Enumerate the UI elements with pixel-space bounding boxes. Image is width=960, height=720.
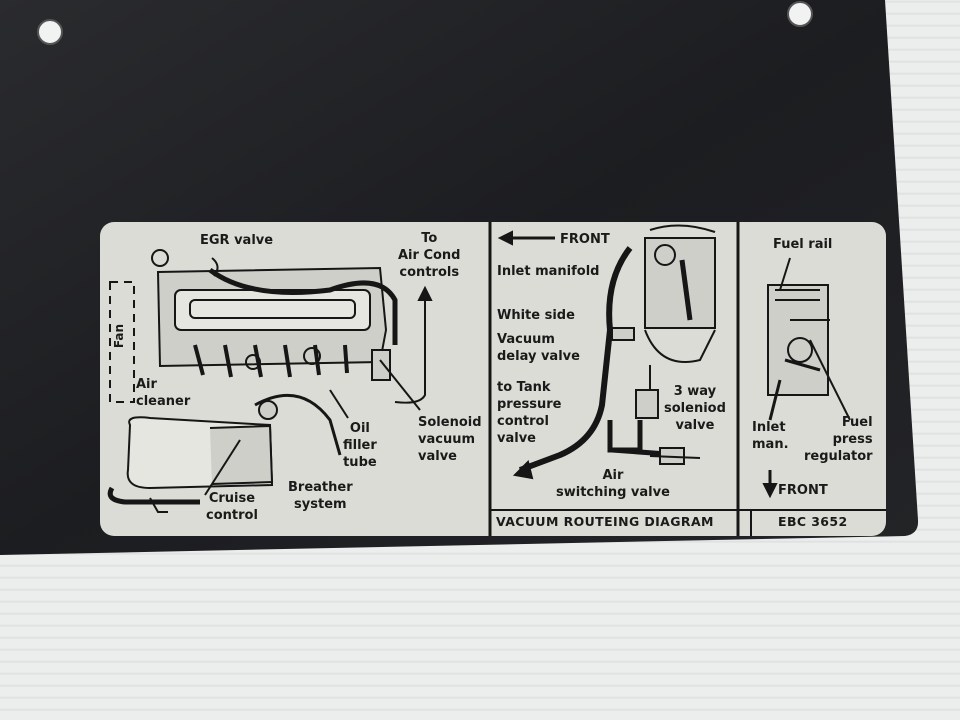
oil-filler-label: Oil filler tube bbox=[343, 421, 377, 470]
to-air-cond-label: To Air Cond controls bbox=[398, 231, 461, 280]
vacuum-footer-title: VACUUM ROUTEING DIAGRAM bbox=[496, 514, 714, 529]
egr-valve-label: EGR valve bbox=[200, 233, 274, 248]
screw-hole-left bbox=[37, 19, 63, 45]
air-switching-label: Air switching valve bbox=[556, 468, 670, 500]
screw-hole-right bbox=[787, 1, 813, 27]
cruise-label: Cruise control bbox=[206, 491, 258, 523]
fan-label: Fan bbox=[112, 323, 127, 349]
front-label-vacuum: FRONT bbox=[560, 232, 610, 247]
white-side-label: White side bbox=[497, 308, 575, 323]
fuel-footer-code: EBC 3652 bbox=[778, 514, 848, 529]
solenoid-label: Solenoid vacuum valve bbox=[418, 415, 482, 464]
breather-label: Breather system bbox=[288, 480, 353, 512]
vacuum-delay-label: Vacuum delay valve bbox=[497, 332, 580, 364]
fuel-rail-label: Fuel rail bbox=[773, 237, 833, 252]
engine-drawing bbox=[107, 249, 433, 513]
air-cleaner-label: Air cleaner bbox=[136, 377, 191, 409]
fuel-press-label: Fuel press regulator bbox=[804, 415, 873, 464]
to-tank-label: to Tank pressure control valve bbox=[497, 380, 562, 446]
front-label-fuel: FRONT bbox=[778, 483, 828, 498]
three-way-label: 3 way soleniod valve bbox=[664, 384, 726, 433]
vacuum-drawing bbox=[497, 224, 716, 480]
inlet-man-label: Inlet man. bbox=[752, 420, 789, 452]
inlet-manifold-label: Inlet manifold bbox=[497, 264, 600, 279]
fuel-drawing bbox=[762, 257, 851, 499]
